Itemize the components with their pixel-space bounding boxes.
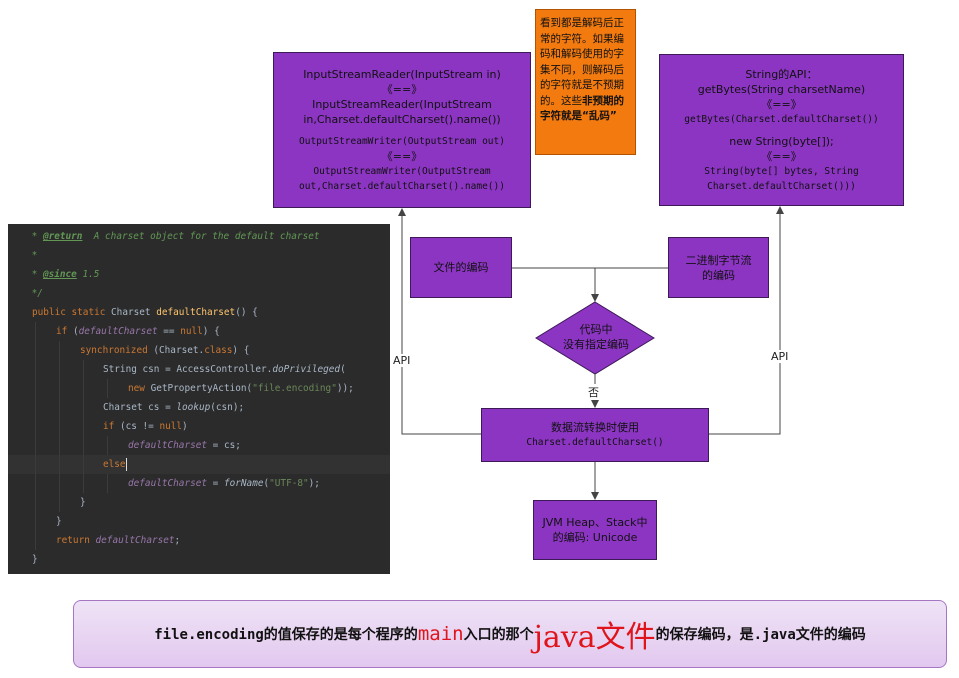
code-line: } xyxy=(8,512,390,531)
code-line: * @since 1.5 xyxy=(26,269,100,280)
string-api-box: String的API： getBytes(String charsetName)… xyxy=(659,54,904,206)
code-editor-panel: * @return A charset object for the defau… xyxy=(8,224,390,574)
code-line: defaultCharset = cs; xyxy=(8,436,390,455)
jvm-label: 的编码: Unicode xyxy=(552,531,638,544)
right-api-line: 《==》 xyxy=(761,149,802,163)
code-line: defaultCharset = forName("UTF-8"); xyxy=(8,474,390,493)
conversion-label: Charset.defaultCharset() xyxy=(526,437,664,448)
binary-stream-node: 二进制字节流 的编码 xyxy=(668,237,769,298)
left-api-line: in,Charset.defaultCharset().name()) xyxy=(303,112,501,126)
code-line: new GetPropertyAction("file.encoding")); xyxy=(8,379,390,398)
banner-text: 入口的那个 xyxy=(463,627,534,643)
left-api-line: InputStreamReader(InputStream in) xyxy=(303,67,501,81)
code-line: if (cs != null) xyxy=(8,417,390,436)
code-line: if (defaultCharset == null) { xyxy=(8,322,390,341)
garbled-text-note: 看到都是解码后正常的字符。如果编码和解码使用的字集不同，则解码后的字符就是不预期… xyxy=(535,9,636,155)
banner-text: file.encoding的值保存的是每个程序的 xyxy=(154,627,418,643)
stream-conversion-node: 数据流转换时使用 Charset.defaultCharset() xyxy=(481,408,709,462)
code-line: * xyxy=(26,250,38,261)
text-cursor xyxy=(125,458,127,471)
edge-file-encoding-to-decision xyxy=(512,267,599,302)
right-api-line: getBytes(String charsetName) xyxy=(697,82,866,96)
right-api-line: 《==》 xyxy=(761,97,802,111)
decision-label-line: 代码中 xyxy=(579,323,613,336)
note-text: 看到都是解码后正常的字符。如果编码和解码使用的字集不同，则解码后的字符就是不预期… xyxy=(540,17,624,107)
right-api-line: String的API： xyxy=(745,67,818,81)
note-strong-text: 非预期的字符就是“乱码” xyxy=(540,94,624,123)
code-line: */ xyxy=(26,288,43,299)
right-api-line: Charset.defaultCharset())) xyxy=(707,180,856,192)
edge-convert-to-left-api xyxy=(398,208,481,435)
stream-reader-writer-api-box: InputStreamReader(InputStream in) 《==》 I… xyxy=(273,52,531,208)
code-line: } xyxy=(32,554,38,565)
code-line: synchronized (Charset.class) { xyxy=(8,341,390,360)
decision-label-line: 没有指定编码 xyxy=(563,338,629,351)
left-api-line: InputStreamReader(InputStream xyxy=(312,97,492,111)
left-api-line: 《==》 xyxy=(381,149,423,163)
code-line: } xyxy=(8,493,390,512)
file-encoding-node: 文件的编码 xyxy=(410,237,512,298)
right-api-line: String(byte[] bytes, String xyxy=(704,165,859,177)
left-api-line: OutputStreamWriter(OutputStream xyxy=(313,165,491,177)
left-api-line: out,Charset.defaultCharset().name()) xyxy=(299,180,505,192)
edge-convert-to-right-api xyxy=(709,206,784,435)
jvm-encoding-node: JVM Heap、Stack中 的编码: Unicode xyxy=(533,500,657,560)
banner-main-highlight: main xyxy=(417,623,464,645)
file-encoding-label: 文件的编码 xyxy=(433,261,489,274)
code-line: Charset cs = lookup(csn); xyxy=(8,398,390,417)
code-line: public static Charset defaultCharset() { xyxy=(32,307,258,318)
no-branch-label: 否 xyxy=(588,384,599,400)
api-right-label: API xyxy=(771,350,789,363)
right-api-line: new String(byte[]); xyxy=(729,134,834,148)
code-line: * @return A charset object for the defau… xyxy=(26,231,320,242)
code-line: String csn = AccessController.doPrivileg… xyxy=(8,360,390,379)
banner-text: 的保存编码，是.java文件的编码 xyxy=(655,627,866,643)
binary-stream-label: 二进制字节流 xyxy=(685,253,752,267)
api-left-label: API xyxy=(393,354,411,367)
left-api-line: OutputStreamWriter(OutputStream out) xyxy=(299,135,505,147)
conversion-label: 数据流转换时使用 xyxy=(551,421,639,434)
binary-stream-label: 的编码 xyxy=(702,268,735,282)
right-api-line: getBytes(Charset.defaultCharset()) xyxy=(684,113,879,125)
banner-java-file-highlight: java文件 xyxy=(533,620,656,655)
code-line-current: else xyxy=(8,455,390,474)
code-line: return defaultCharset; xyxy=(8,531,390,550)
left-api-line: 《==》 xyxy=(381,82,423,96)
jvm-label: JVM Heap、Stack中 xyxy=(542,516,648,529)
decision-label: 代码中 没有指定编码 xyxy=(536,322,656,352)
